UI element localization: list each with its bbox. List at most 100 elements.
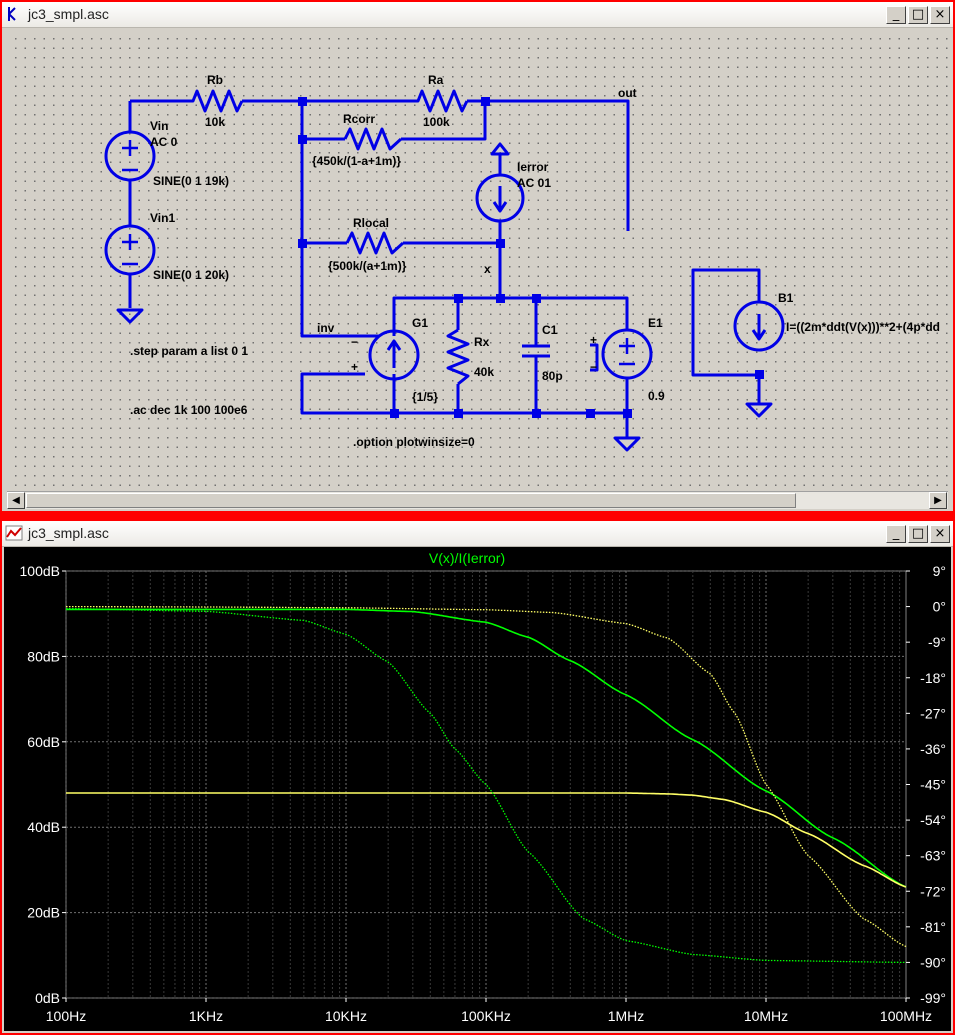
rx-value-label: 40k [474, 365, 494, 379]
wire [300, 101, 379, 338]
scroll-left-icon[interactable]: ◀ [7, 492, 25, 509]
horizontal-scrollbar[interactable]: ◀ ▶ [7, 491, 948, 509]
y-tick-label: 20dB [27, 905, 60, 921]
schematic-app-icon [8, 7, 16, 21]
y-tick-label: 0dB [35, 990, 60, 1006]
scroll-right-icon[interactable]: ▶ [929, 492, 947, 509]
junction [454, 409, 463, 418]
net-label-out: out [618, 86, 637, 100]
series-line-4[interactable] [66, 607, 906, 964]
e1-value-label: 0.9 [648, 389, 665, 403]
rb-name-label: Rb [207, 73, 223, 87]
series-line-1[interactable] [66, 608, 907, 888]
y-tick-label: 100dB [20, 563, 60, 579]
junction [298, 97, 307, 106]
vin-plus [122, 140, 138, 156]
junction [481, 97, 490, 106]
y2-tick-label: -99° [920, 990, 946, 1006]
y2-tick-label: -27° [920, 705, 946, 721]
minimize-button[interactable]: _ [886, 525, 906, 543]
plot-window[interactable]: jc3_smpl.asc _ □ × V(x)/I(Ierror) 0dB 20d… [2, 521, 953, 1033]
g1-value-label: {1/5} [412, 390, 438, 404]
close-button[interactable]: × [930, 6, 950, 24]
option-directive[interactable]: .option plotwinsize=0 [353, 435, 475, 449]
y2-tick-label: 9° [933, 563, 946, 579]
y-tick-label: 40dB [27, 819, 60, 835]
plot-trace-title[interactable]: V(x)/I(Ierror) [429, 550, 505, 566]
close-button[interactable]: × [930, 525, 950, 543]
y2-tick-label: -90° [920, 954, 946, 970]
y2-tick-label: -18° [920, 670, 946, 686]
junction [298, 135, 307, 144]
rlocal-name-label: Rlocal [353, 216, 389, 230]
junction [298, 239, 307, 248]
series-line-3[interactable] [66, 605, 907, 948]
schematic-window-title: jc3_smpl.asc [28, 6, 109, 22]
junction [623, 409, 632, 418]
schematic-canvas[interactable]: Rb 10k Ra 100k Rcorr {450k/(1-a+1m)} Rlo… [7, 30, 948, 489]
g1-plus-label: + [351, 360, 358, 374]
junction [532, 294, 541, 303]
vin-name-label: Vin [150, 119, 168, 133]
b1-ground [745, 402, 773, 418]
ierror-name-label: Ierror [517, 160, 549, 174]
wire [128, 99, 630, 231]
resistor-rlocal [345, 231, 405, 255]
y2-tick-label: -72° [920, 883, 946, 899]
schematic-titlebar[interactable]: jc3_smpl.asc _ □ × [2, 2, 953, 28]
series-line-2[interactable] [66, 792, 907, 888]
ra-value-label: 100k [423, 115, 450, 129]
y-tick-label: 80dB [27, 648, 60, 664]
rx-name-label: Rx [474, 335, 490, 349]
junction [454, 294, 463, 303]
y2-tick-label: -36° [920, 741, 946, 757]
net-label-inv: inv [317, 321, 335, 335]
ra-name-label: Ra [428, 73, 444, 87]
step-directive[interactable]: .step param a list 0 1 [130, 344, 248, 358]
plot-titlebar[interactable]: jc3_smpl.asc _ □ × [2, 521, 953, 547]
vin1-name-label: Vin1 [150, 211, 175, 225]
vin-source [104, 130, 156, 182]
x-tick-label: 100Hz [46, 1008, 86, 1024]
scroll-thumb[interactable] [26, 493, 796, 508]
y2-tick-label: 0° [933, 599, 946, 615]
maximize-button[interactable]: □ [908, 6, 928, 24]
x-tick-label: 10MHz [744, 1008, 788, 1024]
junction [532, 409, 541, 418]
g1-arrow [386, 339, 402, 368]
vin-sine-label: SINE(0 1 19k) [153, 174, 229, 188]
g1-minus-label: − [351, 335, 358, 349]
schematic-drawing[interactable]: Rb 10k Ra 100k Rcorr {450k/(1-a+1m)} Rlo… [7, 30, 948, 489]
resistor-ra [412, 89, 469, 113]
wire [302, 101, 487, 141]
b1-name-label: B1 [778, 291, 794, 305]
c1-name-label: C1 [542, 323, 558, 337]
minimize-button[interactable]: _ [886, 6, 906, 24]
x-tick-label: 1KHz [189, 1008, 223, 1024]
e1-plus [619, 338, 635, 354]
junction [496, 294, 505, 303]
ac-directive[interactable]: .ac dec 1k 100 100e6 [130, 403, 248, 417]
y2-tick-label: -54° [920, 812, 946, 828]
ierror-arrow [492, 186, 508, 213]
schematic-window[interactable]: jc3_smpl.asc _ □ × [2, 2, 953, 511]
y2-tick-label: -9° [928, 634, 946, 650]
ierror-arrow-up [490, 142, 510, 156]
b1-arrow [751, 314, 767, 341]
g1-source [368, 329, 420, 381]
e1-ground [613, 436, 641, 452]
junction [390, 409, 399, 418]
maximize-button[interactable]: □ [908, 525, 928, 543]
b1-expression-label: I=((2m*ddt(V(x)))**2+(4p*dd [786, 320, 940, 334]
waveform-app-icon [5, 525, 23, 541]
vin1-plus [122, 234, 138, 250]
wire [300, 296, 629, 415]
junction [755, 370, 764, 379]
c1-value-label: 80p [542, 369, 563, 383]
y2-tick-label: -81° [920, 919, 946, 935]
net-label-x: x [484, 262, 491, 276]
resistor-rb [187, 89, 244, 113]
capacitor-c1 [522, 344, 550, 358]
